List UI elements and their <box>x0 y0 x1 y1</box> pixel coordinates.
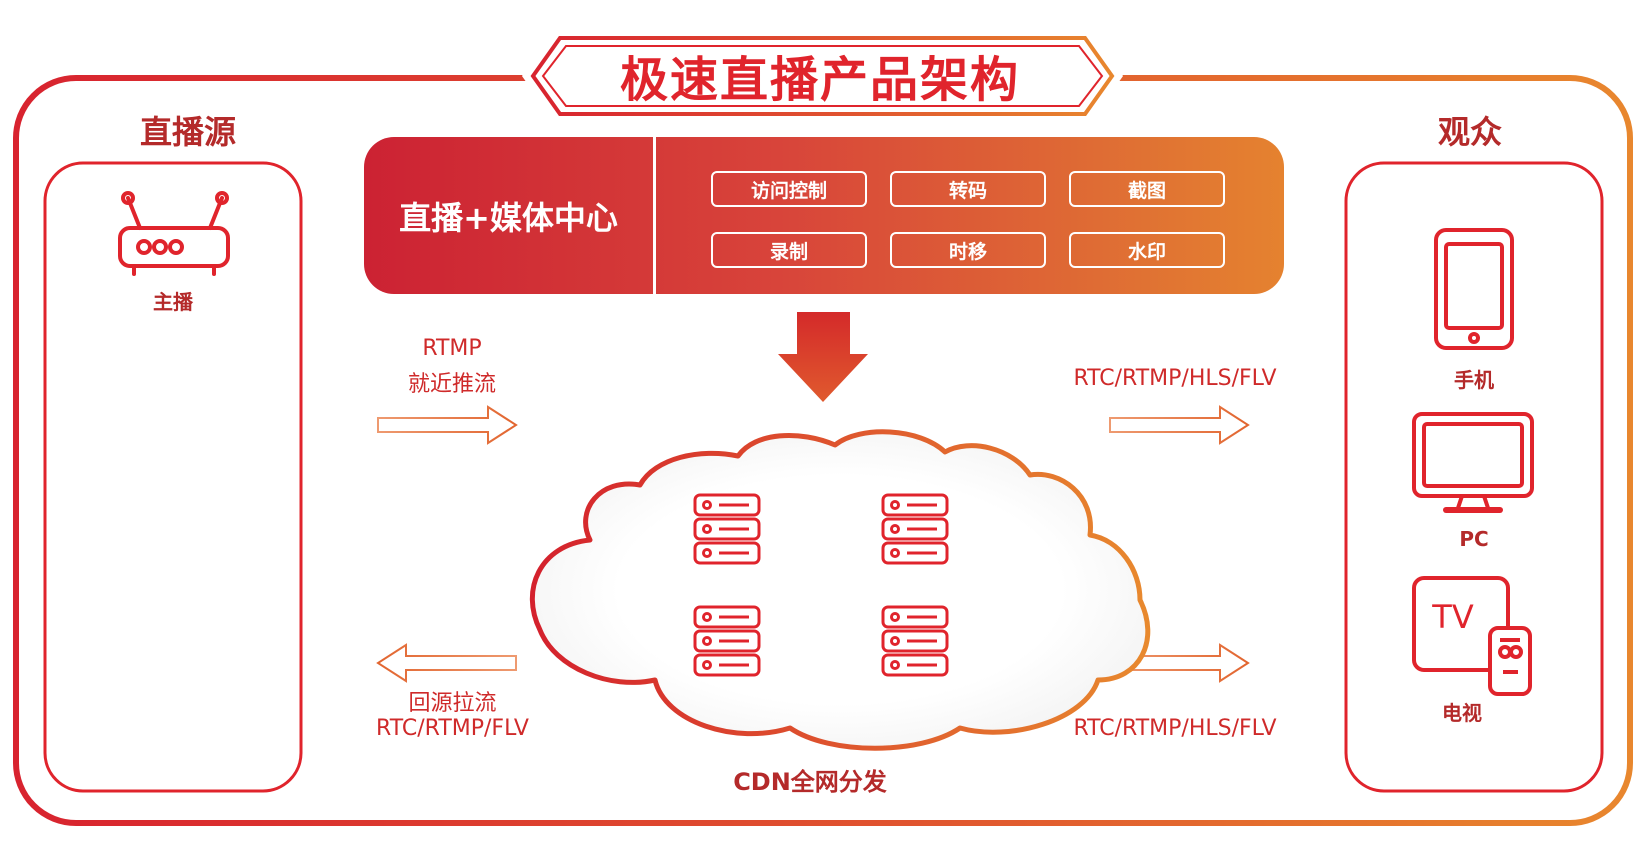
monitor-icon <box>1412 412 1534 513</box>
tv-icon-text: TV <box>1432 598 1474 636</box>
feature-access-control: 访问控制 <box>711 171 867 207</box>
feature-transcode: 转码 <box>890 171 1046 207</box>
audience-box <box>1344 161 1604 793</box>
source-title: 直播源 <box>139 113 236 151</box>
audience-title: 观众 <box>1437 113 1502 151</box>
push-arrow <box>377 405 518 445</box>
phone-icon <box>1434 228 1514 350</box>
feature-screenshot: 截图 <box>1069 171 1225 207</box>
media-center-title: 直播+媒体中心 <box>364 137 656 294</box>
feature-timeshift: 时移 <box>890 232 1046 268</box>
down-arrow <box>778 312 868 402</box>
audience-device-pc: PC <box>1459 527 1489 551</box>
out-arrow-top <box>1109 405 1250 445</box>
pull-protocol-label: RTC/RTMP/FLV <box>376 716 529 741</box>
push-label: 就近推流 <box>407 372 496 397</box>
audience-device-tv: 电视 <box>1442 701 1482 725</box>
out-top-protocol-label: RTC/RTMP/HLS/FLV <box>1073 366 1277 391</box>
source-device-label: 主播 <box>153 290 193 314</box>
pull-arrow <box>376 643 517 683</box>
feature-recording: 录制 <box>711 232 867 268</box>
audience-device-phone: 手机 <box>1454 368 1494 392</box>
feature-watermark: 水印 <box>1069 232 1225 268</box>
source-box <box>43 161 303 793</box>
cdn-label: CDN全网分发 <box>733 768 887 796</box>
push-protocol-label: RTMP <box>422 336 482 361</box>
media-center: 直播+媒体中心 访问控制 转码 截图 录制 时移 水印 <box>364 137 1284 294</box>
out-bottom-protocol-label: RTC/RTMP/HLS/FLV <box>1073 716 1277 741</box>
pull-label: 回源拉流 <box>408 691 497 716</box>
cdn-cloud <box>529 429 1151 751</box>
tv-icon <box>1412 576 1532 696</box>
server-stack-icon <box>693 493 949 677</box>
page-title: 极速直播产品架构 <box>619 52 1020 108</box>
router-icon <box>118 191 230 276</box>
